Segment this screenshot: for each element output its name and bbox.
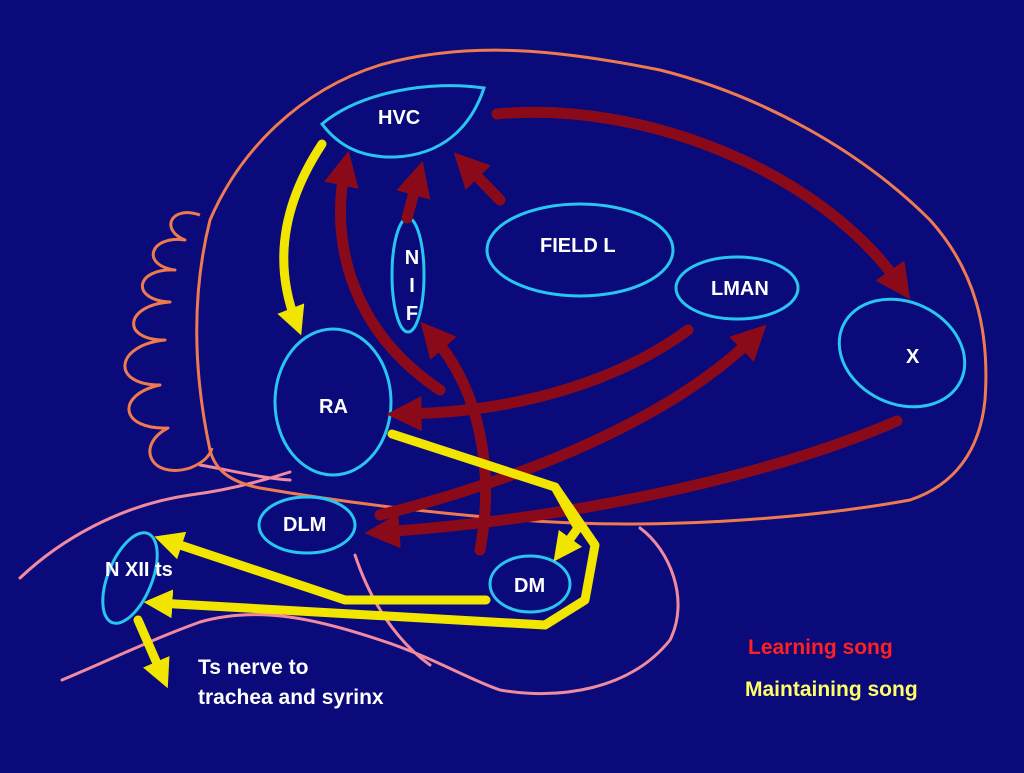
lman-nucleus: [674, 255, 800, 321]
x-label: X: [906, 346, 920, 368]
nif-letter-i: I: [409, 275, 415, 297]
lman-label: LMAN: [711, 278, 769, 300]
x-nucleus: [837, 297, 967, 409]
hvc-label: HVC: [378, 107, 421, 129]
dlm-label: DLM: [283, 514, 327, 536]
arrow-ra-to-nxii: [143, 482, 600, 630]
nxii-label: N XII ts: [105, 559, 173, 581]
arrow-dlm-to-lman: [374, 324, 767, 521]
nxii-nucleus: [101, 531, 159, 625]
maintaining-pathway-arrows: [133, 139, 600, 689]
arrow-x-to-dlm: [364, 415, 903, 549]
learning-pathway-arrows: [324, 106, 911, 556]
arrow-nxii-to-nerve: [133, 615, 170, 689]
nuclei: [101, 84, 967, 625]
nif-letter-f: F: [405, 303, 419, 325]
arrow-lman-to-ra: [386, 324, 694, 432]
field-l-nucleus: [485, 202, 675, 298]
arrow-fieldl-to-hvc: [453, 152, 506, 206]
arrow-hvc-to-ra: [277, 139, 327, 336]
nif-letter-n: N: [404, 247, 420, 269]
dm-label: DM: [514, 575, 546, 597]
arrow-nif-to-hvc: [396, 161, 431, 224]
hvc-nucleus: [319, 84, 486, 159]
arrow-dm-to-nif: [420, 321, 492, 556]
dm-nucleus: [488, 554, 572, 614]
legend-maintaining-song: Maintaining song: [745, 678, 918, 701]
nerve-caption: Ts nerve to trachea and syrinx: [198, 653, 384, 713]
legend-learning-song: Learning song: [748, 636, 893, 659]
field-l-label: FIELD L: [540, 235, 616, 257]
arrow-hvc-to-x: [491, 106, 911, 300]
dlm-nucleus: [257, 495, 357, 555]
arrow-ra-to-hvc: [324, 150, 446, 396]
arrow-dm-to-nxii: [154, 531, 491, 605]
nif-label: N I F: [402, 244, 422, 328]
nerve-caption-line2: trachea and syrinx: [198, 686, 384, 709]
brain-outline: [123, 48, 988, 526]
nerve-caption-line1: Ts nerve to: [198, 656, 309, 679]
ra-label: RA: [319, 396, 348, 418]
